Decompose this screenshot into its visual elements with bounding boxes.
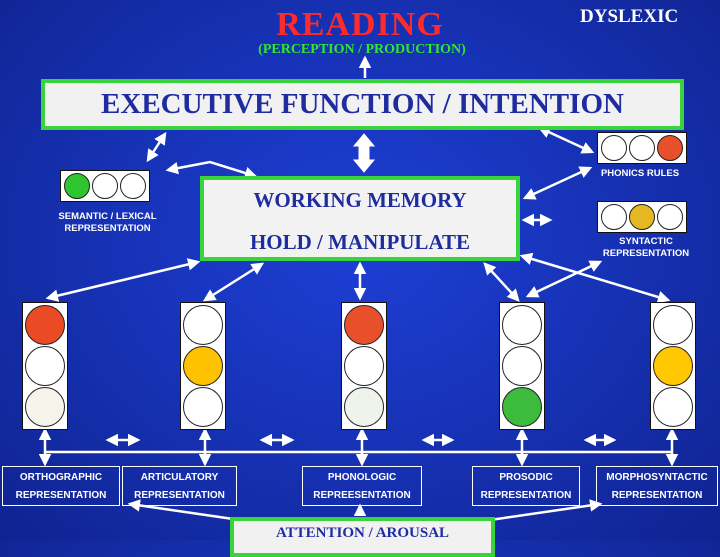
bulb: [653, 305, 693, 345]
attention-arousal-box: ATTENTION / AROUSAL: [230, 517, 495, 557]
connector-arrows: [38, 55, 679, 516]
reading-title: READING: [276, 6, 444, 43]
bulb: [183, 387, 223, 427]
bulb: [629, 135, 655, 161]
phonologic-representation-box: PHONOLOGIC REPREESENTATION: [302, 466, 422, 506]
working-memory-box: WORKING MEMORY HOLD / MANIPULATE: [200, 176, 520, 261]
arrow-wm-phonics: [522, 166, 593, 200]
bulb: [183, 305, 223, 345]
executive-function-label: EXECUTIVE FUNCTION / INTENTION: [101, 88, 624, 120]
articulatory-representation-box: ARTICULATORY REPRESENTATION: [122, 466, 237, 506]
bulb: [120, 173, 146, 199]
arrow-wm-tl2: [202, 262, 265, 302]
bulb: [502, 346, 542, 386]
morphosyntactic-representation-box: MORPHOSYNTACTIC REPRESENTATION: [596, 466, 718, 506]
bulb: [502, 387, 542, 427]
orthographic-traffic-light: [22, 302, 68, 430]
dyslexic-tag: DYSLEXIC: [580, 6, 679, 27]
bulb: [25, 387, 65, 427]
arrow-wm-tl1: [45, 258, 201, 302]
bulb: [657, 135, 683, 161]
syntactic-label: SYNTACTIC REPRESENTATION: [602, 236, 690, 259]
bulb: [183, 346, 223, 386]
bulb: [653, 346, 693, 386]
orthographic-representation-box: ORTHOGRAPHIC REPRESENTATION: [2, 466, 120, 506]
bulb: [25, 305, 65, 345]
bulb: [344, 305, 384, 345]
perception-production-subtitle: (PERCEPTION / PRODUCTION): [258, 42, 466, 57]
arrow-wm-tl4: [483, 262, 520, 302]
executive-function-box: EXECUTIVE FUNCTION / INTENTION: [41, 79, 684, 130]
bulb: [601, 204, 627, 230]
bulb: [601, 135, 627, 161]
hold-manipulate-label: HOLD / MANIPULATE: [249, 230, 471, 254]
morphosyntactic-traffic-light: [650, 302, 696, 430]
bulb: [629, 204, 655, 230]
arrow-wm-tl5: [519, 252, 671, 304]
bulb: [502, 305, 542, 345]
attention-arousal-label: ATTENTION / AROUSAL: [275, 525, 450, 541]
bulb: [344, 387, 384, 427]
semantic-lexical-light: [60, 170, 150, 202]
bulb: [25, 346, 65, 386]
phonics-rules-label: PHONICS RULES: [600, 168, 680, 179]
phonics-rules-light: [597, 132, 687, 164]
articulatory-traffic-light: [180, 302, 226, 430]
bulb: [653, 387, 693, 427]
arrow-exec-phonics: [537, 126, 595, 154]
arrow-semantic-wm: [165, 160, 258, 179]
arrow-syntactic-tl4: [525, 260, 603, 298]
phonologic-traffic-light: [341, 302, 387, 430]
bulb: [657, 204, 683, 230]
bulb: [344, 346, 384, 386]
working-memory-label: WORKING MEMORY: [253, 188, 467, 212]
bulb: [64, 173, 90, 199]
bulb: [92, 173, 118, 199]
double-arrow-exec-wm: [352, 133, 376, 173]
syntactic-light: [597, 201, 687, 233]
arrow-exec-semantic: [146, 131, 167, 163]
semantic-lexical-label: SEMANTIC / LEXICAL REPRESENTATION: [58, 211, 157, 234]
prosodic-representation-box: PROSODIC REPRESENTATION: [472, 466, 580, 506]
prosodic-traffic-light: [499, 302, 545, 430]
